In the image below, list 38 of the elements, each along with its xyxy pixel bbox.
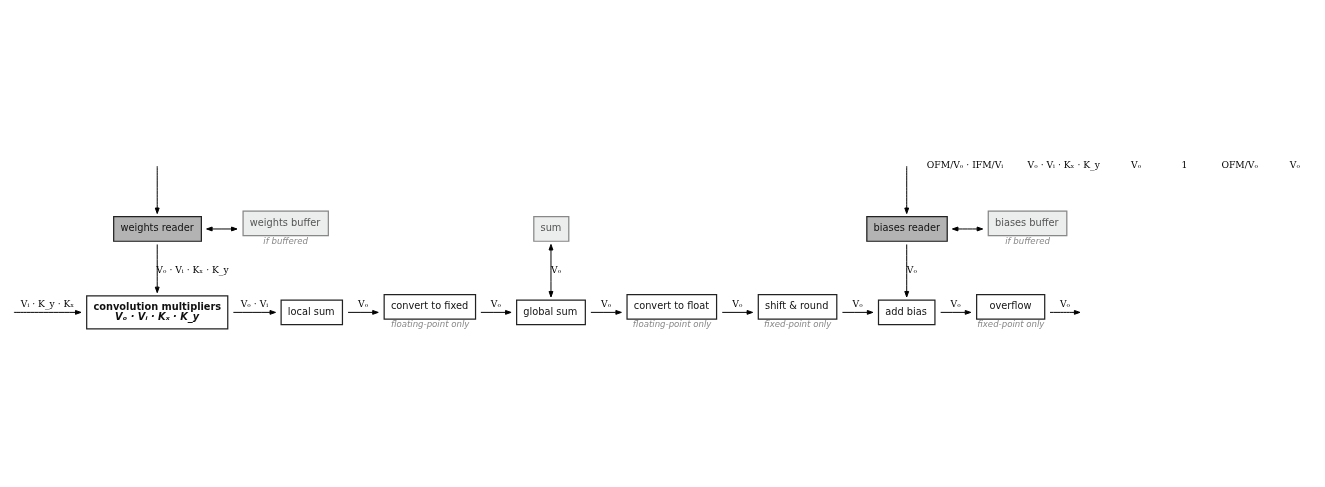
node-label: floating-point only bbox=[632, 318, 712, 329]
arrow bbox=[480, 309, 512, 315]
node-label: if buffered bbox=[263, 235, 309, 246]
label: OFM/Vₒ bbox=[1221, 158, 1259, 170]
edge-label: Vₒ bbox=[950, 297, 961, 309]
arrow bbox=[721, 309, 754, 315]
arrow bbox=[904, 165, 910, 214]
arrow bbox=[347, 309, 379, 315]
arrow bbox=[13, 309, 82, 315]
edge-label: Vₒ bbox=[1059, 297, 1071, 309]
edge-label: Vₒ bbox=[490, 297, 502, 309]
arrow bbox=[154, 243, 160, 293]
node-label: fixed-point only bbox=[764, 318, 832, 329]
edge-label: Vₒ bbox=[358, 297, 369, 309]
arrow bbox=[940, 309, 972, 315]
arrow bbox=[951, 226, 984, 231]
arrow bbox=[232, 309, 276, 315]
label: Vₒ · Vᵢ · Kₓ · K_y bbox=[1027, 158, 1100, 170]
edge-label: Vₒ bbox=[852, 297, 863, 309]
node-label: fixed-point only bbox=[977, 318, 1045, 329]
arrow bbox=[904, 243, 910, 297]
arrow bbox=[154, 165, 160, 214]
label: Vₒ bbox=[1131, 158, 1142, 170]
edge-label: Vₒ bbox=[551, 263, 562, 275]
arrow bbox=[590, 309, 622, 315]
node-label: if buffered bbox=[1005, 235, 1050, 246]
edge-label: Vₒ bbox=[601, 297, 612, 309]
label: OFM/Vₒ · IFM/Vᵢ bbox=[926, 158, 1004, 170]
arrow bbox=[206, 226, 238, 231]
label: Vₒ bbox=[1289, 158, 1301, 170]
arrow bbox=[1049, 309, 1081, 315]
arrow bbox=[548, 243, 554, 297]
edge-label: Vₒ · Vᵢ bbox=[240, 297, 269, 309]
edge-label: Vᵢ · K_y · Kₓ bbox=[20, 297, 75, 309]
label: 1 bbox=[1181, 158, 1188, 170]
node-label: floating-point only bbox=[390, 318, 470, 329]
edge-label: Vₒ bbox=[732, 297, 743, 309]
arrow bbox=[841, 309, 874, 315]
